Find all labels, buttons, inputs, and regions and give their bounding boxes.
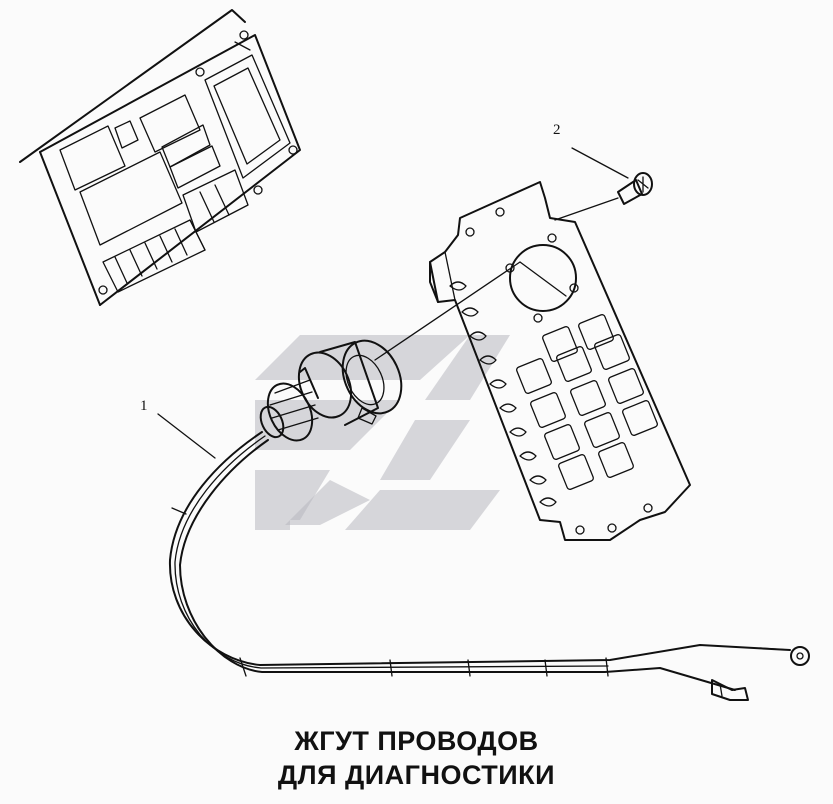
leader-line-1 xyxy=(157,413,216,459)
leader-line-2 xyxy=(571,147,629,179)
caption-line-1: ЖГУТ ПРОВОДОВ xyxy=(294,726,539,756)
wire-harness xyxy=(168,431,810,701)
callout-1: 1 xyxy=(140,398,148,414)
screw xyxy=(554,172,653,221)
watermark-logo xyxy=(255,335,510,530)
instrument-panel xyxy=(19,9,301,306)
diagnostic-connector xyxy=(259,261,521,442)
mounting-bracket xyxy=(429,181,691,541)
caption-line-2: ДЛЯ ДИАГНОСТИКИ xyxy=(277,760,556,790)
callout-2: 2 xyxy=(553,122,561,138)
